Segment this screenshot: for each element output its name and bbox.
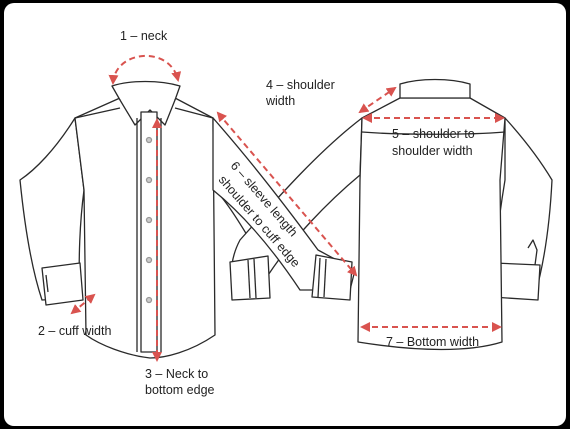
- front-shirt-illustration: [19, 80, 281, 359]
- label-cuff-width: 2 – cuff width: [38, 324, 111, 338]
- label-shoulder-to-shoulder-line1: 5 – shoulder to: [392, 127, 475, 141]
- back-collar: [399, 78, 471, 99]
- front-left-sleeve: [19, 117, 85, 301]
- front-left-cuff: [41, 262, 84, 306]
- front-placket: [140, 111, 158, 353]
- label-shoulder-width-line2: width: [265, 94, 295, 108]
- shirt-measurement-diagram: 1 – neck 2 – cuff width 3 – Neck to bott…: [19, 29, 553, 397]
- label-shoulder-to-shoulder-line2: shoulder width: [392, 144, 473, 158]
- label-shoulder-width-line1: 4 – shoulder: [266, 78, 335, 92]
- cuff-width-measure-line: [70, 293, 96, 315]
- sleeve-length-measure-line: [216, 111, 358, 277]
- label-bottom-width: 7 – Bottom width: [386, 335, 479, 349]
- diagram-canvas: 1 – neck 2 – cuff width 3 – Neck to bott…: [4, 3, 566, 426]
- back-body: [357, 97, 506, 351]
- neck-measure-line: [108, 55, 182, 85]
- label-neck-to-bottom-line2: bottom edge: [145, 383, 215, 397]
- label-neck: 1 – neck: [120, 29, 168, 43]
- shoulder-width-measure-line: [358, 86, 397, 114]
- measurement-lines: [70, 55, 505, 362]
- label-neck-to-bottom-line1: 3 – Neck to: [145, 367, 208, 381]
